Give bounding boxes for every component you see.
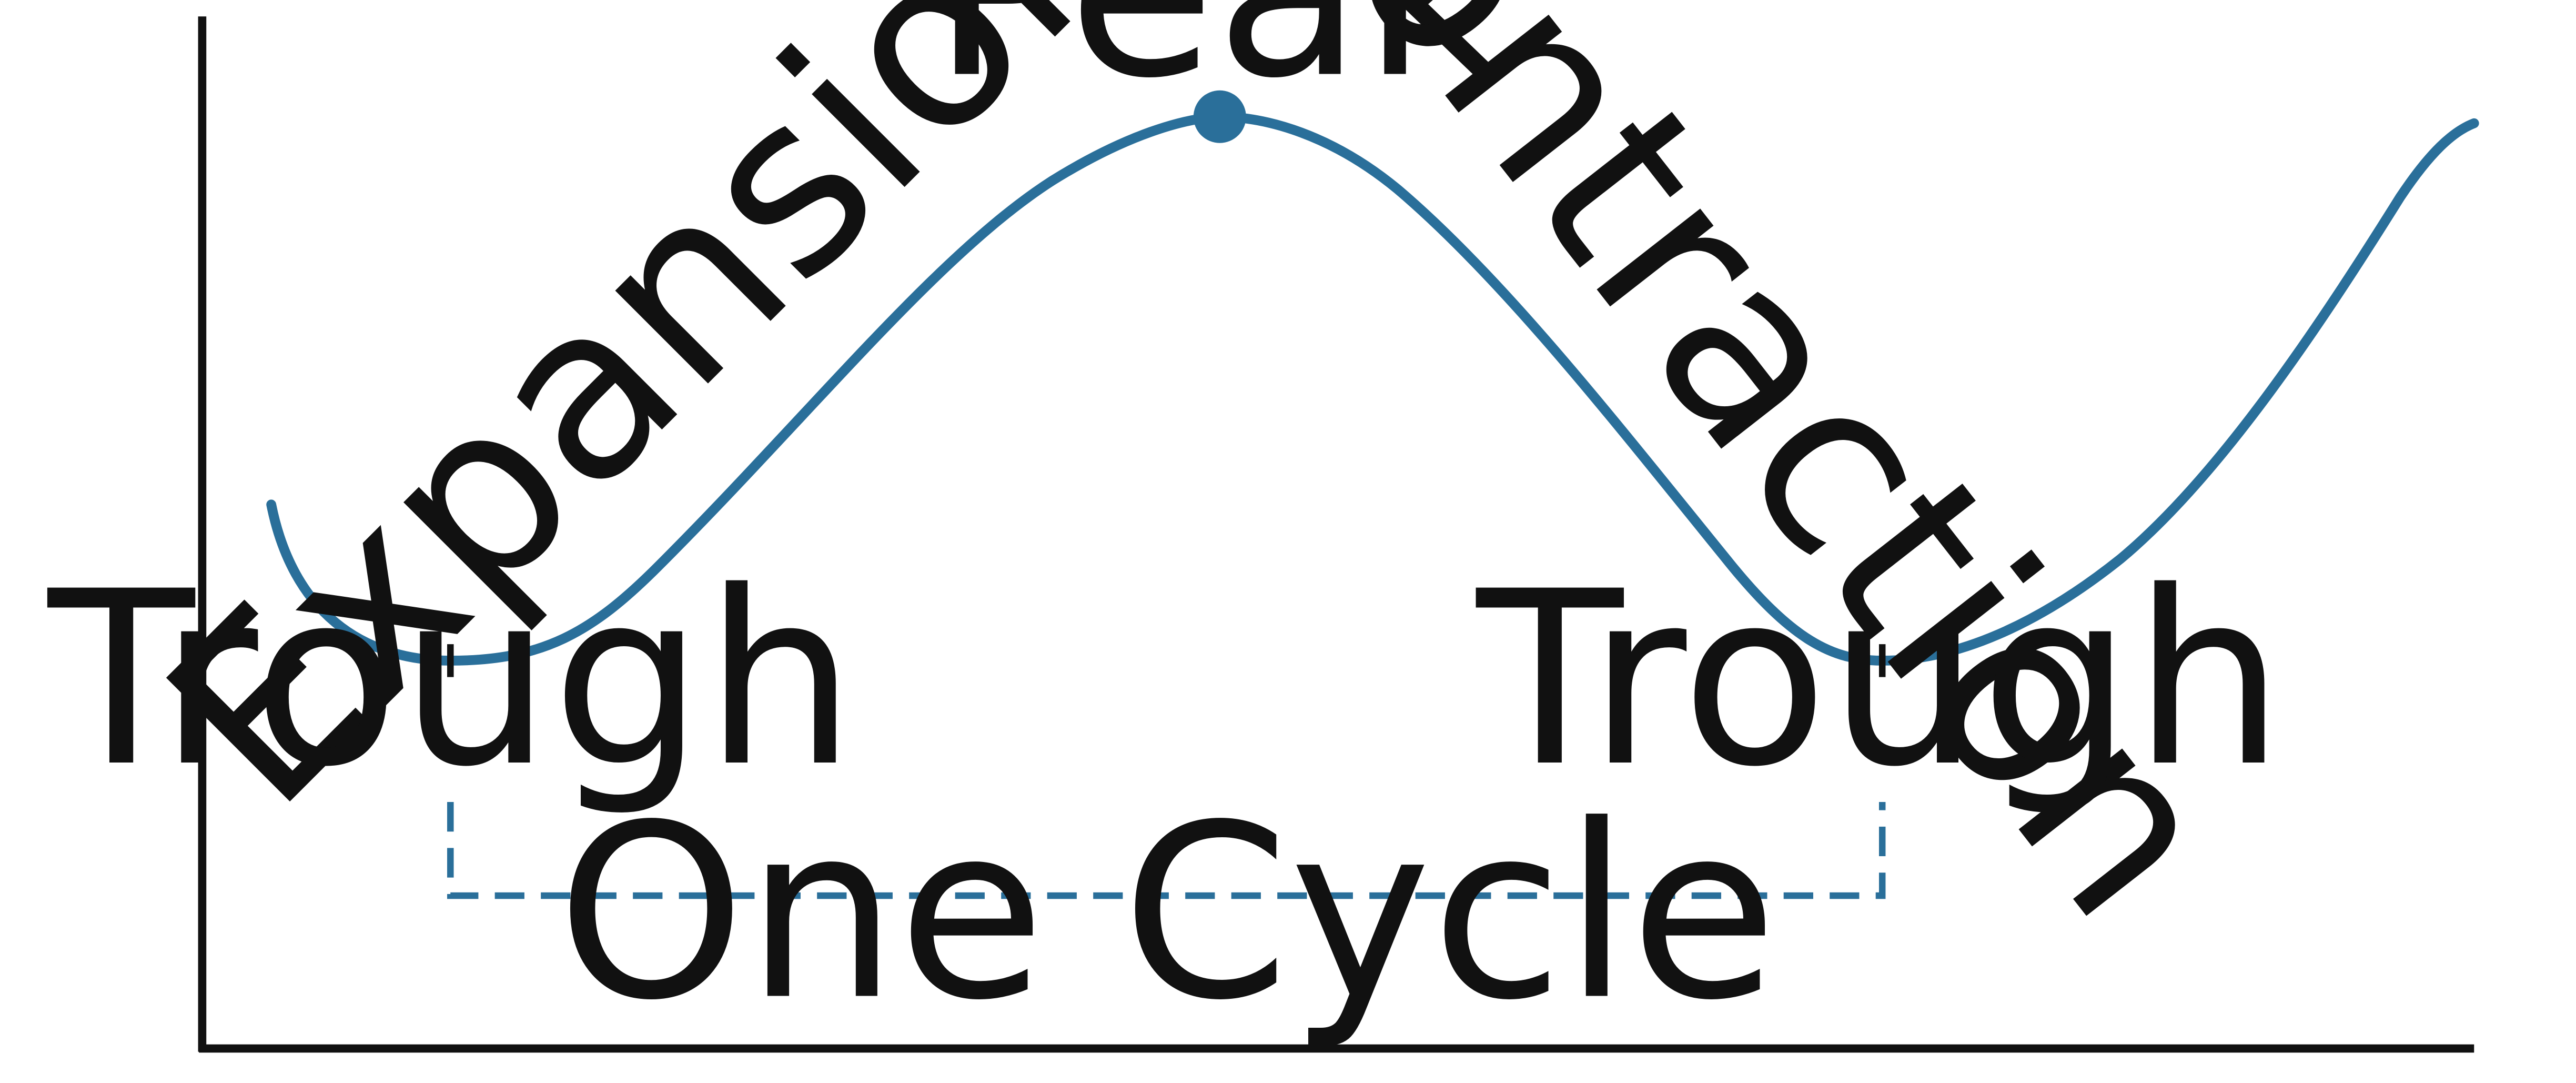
- peak-label: Peak: [932, 0, 1501, 131]
- trough-right-label: Trough: [1473, 540, 2285, 819]
- peak-marker: [1193, 90, 1246, 143]
- cycle-curve: [266, 112, 2479, 666]
- trough-left-label: Trough: [44, 540, 856, 819]
- cycle-bracket: [447, 801, 1886, 899]
- cycle-label: One Cycle: [557, 774, 1777, 1053]
